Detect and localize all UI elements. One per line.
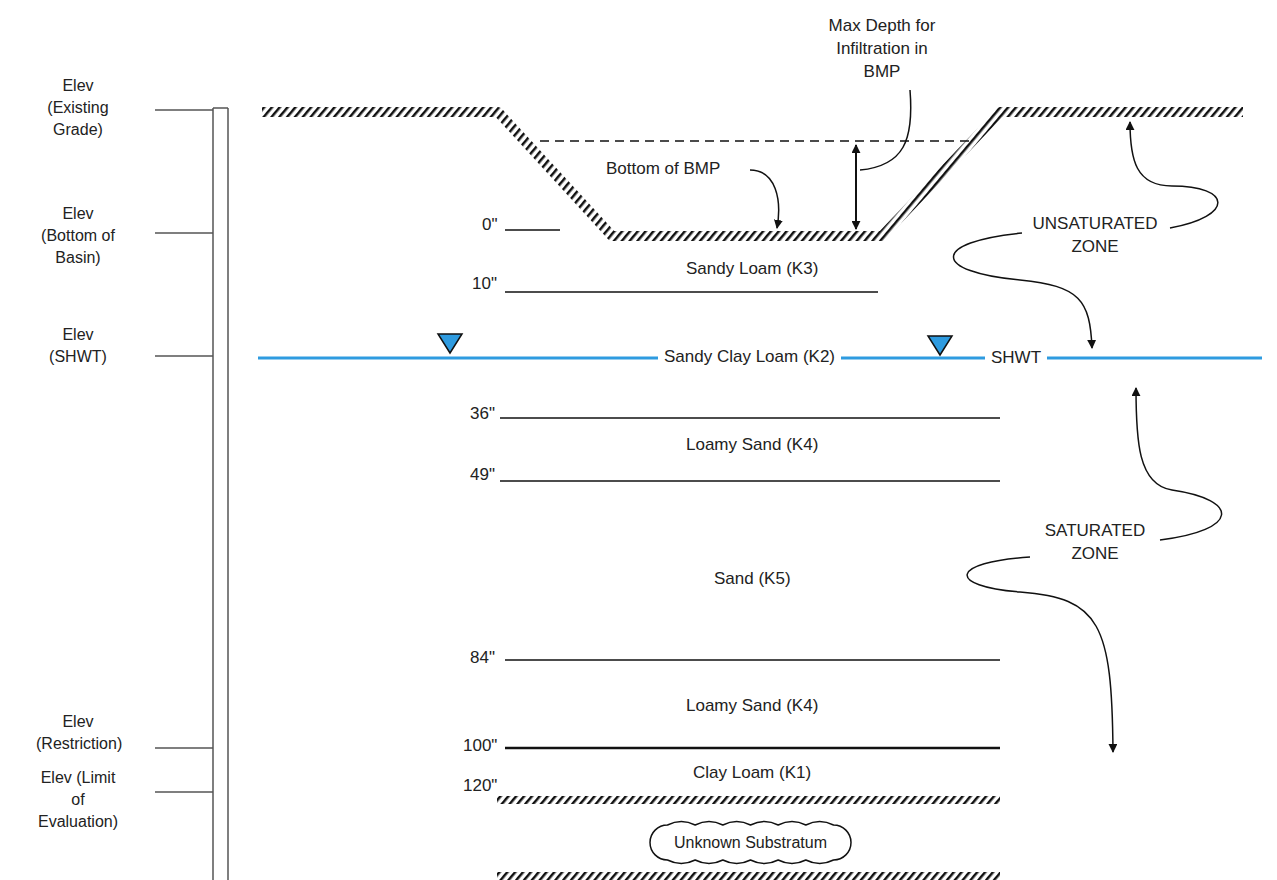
depth-label: 49" [470, 463, 495, 486]
scale-rail [212, 108, 214, 880]
elevation-label: Elev (Restriction) [36, 711, 120, 755]
depth-label: 120" [463, 774, 497, 797]
scale-tick [155, 109, 213, 111]
layer-boundary [500, 417, 1000, 419]
zone-label: SATURATED ZONE [1020, 519, 1170, 565]
soil-layer-label: Sandy Loam (K3) [686, 257, 818, 280]
layer-boundary [505, 229, 560, 231]
zone-arrow [967, 557, 1113, 752]
cloud-shape [650, 822, 851, 864]
elevation-label: Elev (Limit of Evaluation) [36, 767, 120, 833]
scale-tick [155, 791, 213, 793]
node-text: Unknown Substratum [650, 825, 851, 860]
evaluation-limit [497, 796, 1000, 804]
elevation-label: Elev (Bottom of Basin) [36, 203, 120, 269]
leader-line [860, 90, 911, 170]
dimension-label: Max Depth for Infiltration in BMP [821, 14, 943, 83]
zone-arrow [954, 233, 1093, 348]
scale-tick [155, 232, 213, 234]
dimension-arrow [855, 145, 857, 229]
zone-arrow [1136, 388, 1222, 540]
elevation-label: Elev (SHWT) [36, 324, 120, 368]
water-table-symbol [438, 334, 462, 353]
depth-label: 100" [463, 734, 497, 757]
scale-tick [155, 355, 213, 357]
scale-cap [213, 107, 228, 109]
substratum-cloud: Unknown Substratum [650, 825, 851, 860]
depth-label: 84" [470, 646, 495, 669]
scale-tick [155, 747, 213, 749]
water-table-symbol [928, 336, 952, 355]
restrictive-layer-boundary [505, 747, 1000, 750]
substratum-base [497, 872, 1000, 880]
soil-layer-label: Sandy Clay Loam (K2) [658, 345, 841, 368]
depth-label: 36" [470, 402, 495, 425]
soil-layer-label: Sand (K5) [714, 567, 791, 590]
leader-arrow [750, 170, 779, 228]
zone-arrow [1130, 122, 1218, 228]
zone-label: UNSATURATED ZONE [1020, 212, 1170, 258]
layer-boundary [505, 291, 878, 293]
depth-label: 0" [482, 213, 498, 236]
depth-label: 10" [472, 272, 497, 295]
soil-layer-label: Loamy Sand (K4) [686, 694, 818, 717]
layer-boundary [505, 659, 1000, 661]
elevation-label: Elev (Existing Grade) [36, 75, 120, 141]
callout-label: Bottom of BMP [606, 157, 720, 180]
scale-rail [227, 108, 229, 880]
layer-boundary [500, 480, 1000, 482]
soil-layer-label: Loamy Sand (K4) [686, 433, 818, 456]
water-table-label: SHWT [985, 346, 1047, 369]
soil-layer-label: Clay Loam (K1) [693, 761, 811, 784]
